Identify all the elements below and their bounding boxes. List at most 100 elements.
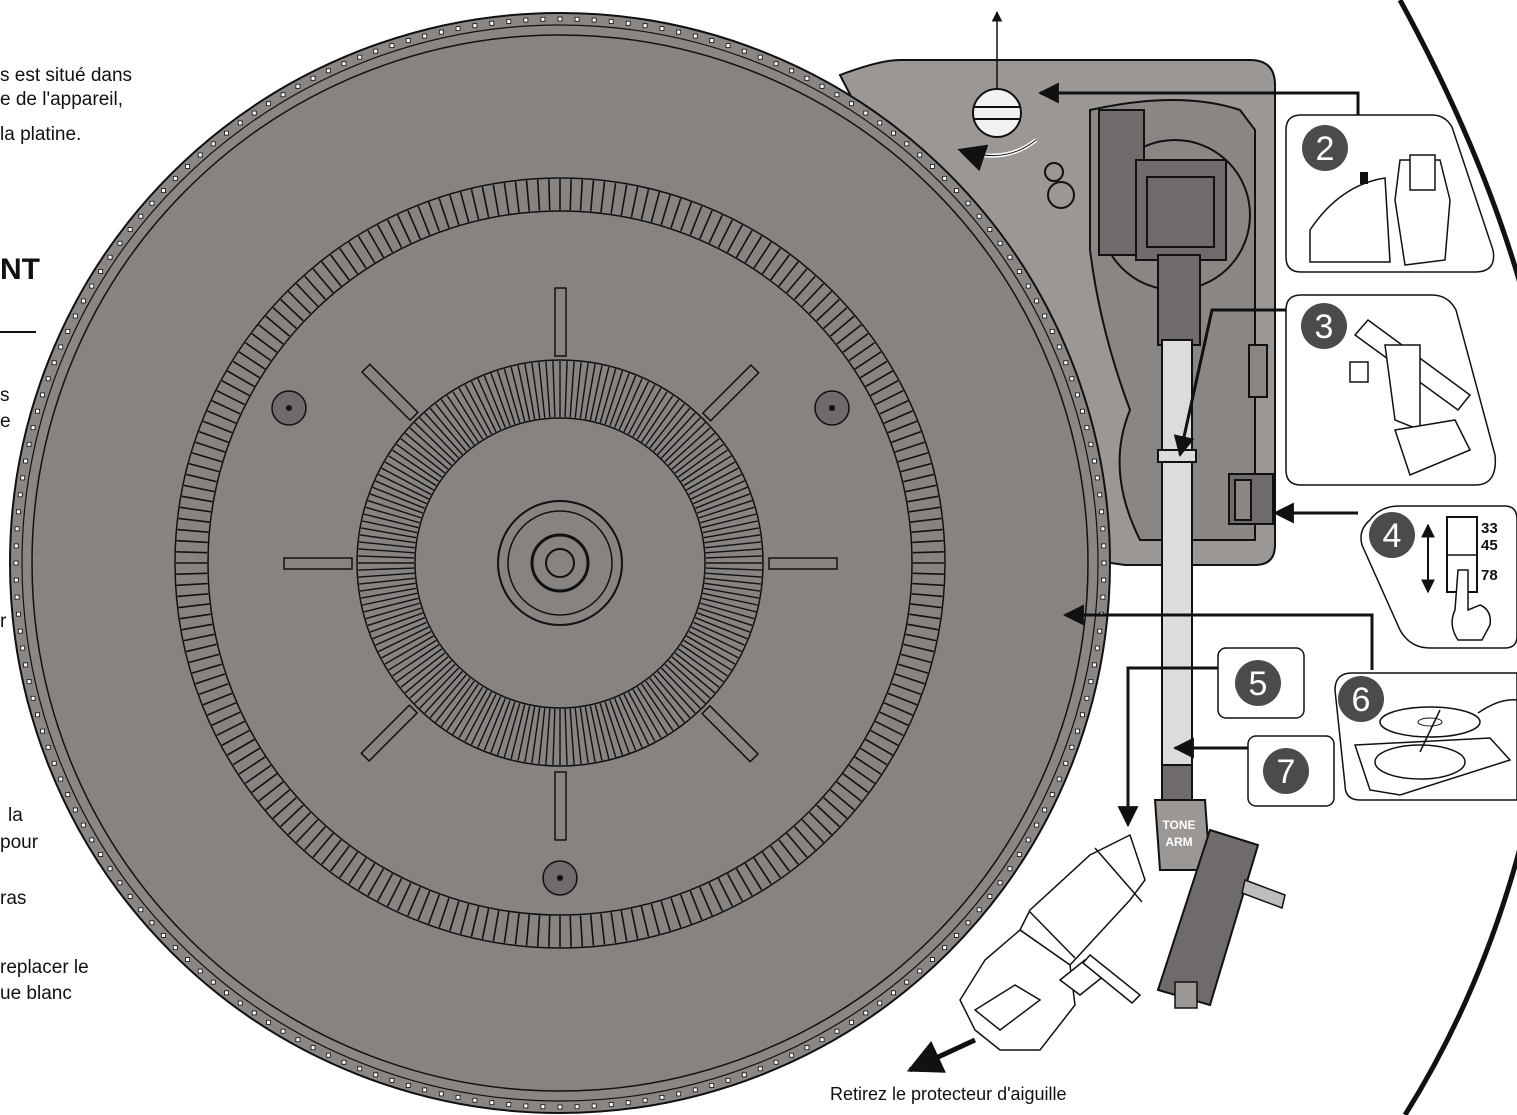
edge-dot (917, 152, 923, 158)
edge-dot (35, 712, 41, 718)
arm-rest-hole (1044, 162, 1075, 209)
strobe-mark (897, 663, 929, 674)
edge-dot (1094, 475, 1100, 481)
edge-dot (929, 957, 935, 962)
strobe-mark (244, 342, 272, 362)
edge-dot (954, 932, 959, 938)
strobe-mark (304, 826, 326, 851)
strobe-mark (178, 603, 210, 609)
strobe-mark (388, 455, 437, 487)
strobe-mark (258, 324, 284, 345)
strobe-mark (823, 307, 848, 329)
strobe-mark (207, 410, 237, 424)
strobe-mark (348, 857, 367, 885)
strobe-mark (735, 868, 753, 896)
strobe-mark (503, 182, 510, 214)
edge-dot (591, 1103, 597, 1109)
strobe-mark (429, 674, 467, 719)
edge-dot (725, 43, 731, 49)
edge-dot (987, 894, 993, 899)
strobe-mark (703, 527, 760, 539)
strobe-mark (912, 582, 944, 587)
body-fragment-pour: pour (0, 832, 39, 853)
edge-dot (1034, 298, 1040, 304)
strobe-mark (610, 182, 617, 214)
strobe-mark (660, 417, 701, 459)
strobe-mark (794, 826, 816, 851)
speed-switch[interactable] (1228, 473, 1274, 525)
tone-arm[interactable] (1153, 339, 1286, 1009)
edge-dot (863, 110, 869, 116)
strobe-mark (600, 913, 606, 945)
strobe-mark (321, 839, 342, 865)
strobe-mark (177, 528, 209, 534)
strobe-mark (367, 607, 422, 627)
strobe-mark (176, 572, 208, 575)
strobe-mark (404, 656, 449, 694)
edge-dot (357, 54, 363, 60)
rotation-knob[interactable] (972, 88, 1022, 138)
strobe-mark (726, 873, 743, 902)
strobe-mark (358, 548, 415, 554)
edge-dot (224, 130, 229, 136)
edge-dot (13, 543, 19, 549)
strobe-mark (801, 819, 825, 843)
edge-dot (237, 1000, 243, 1006)
strobe-mark (809, 812, 833, 836)
strobe-mark (429, 407, 467, 452)
edge-dot (1056, 344, 1062, 350)
strobe-mark (272, 797, 297, 819)
strobe-mark (372, 486, 425, 509)
strobe-mark (887, 420, 918, 434)
strobe-mark (636, 686, 668, 735)
strobe-mark (618, 378, 643, 430)
strobe-mark (392, 449, 440, 482)
strobe-mark (657, 671, 696, 714)
edge-dot (757, 1066, 763, 1072)
edge-dot (1034, 822, 1040, 828)
strobe-mark (396, 882, 412, 912)
strobe-mark (909, 506, 941, 513)
strobe-mark (510, 366, 526, 422)
strobe-mark (191, 663, 223, 674)
strobe-mark (717, 219, 734, 248)
edge-dot (725, 1077, 731, 1083)
strobe-mark (470, 381, 497, 433)
edge-dot (210, 979, 216, 985)
strobe-mark (496, 701, 516, 756)
strobe-mark (525, 180, 531, 212)
knob-rotate-arrow-outline (961, 139, 1037, 157)
edge-dot (51, 360, 57, 366)
strobe-mark (679, 894, 693, 925)
strobe-ring-outer-border (174, 177, 946, 949)
strobe-mark (574, 362, 582, 418)
edge-dot (976, 213, 982, 219)
strobe-mark (272, 307, 297, 329)
edge-dot (422, 1087, 428, 1093)
edge-dot (1069, 744, 1075, 750)
strobe-mark (579, 915, 584, 947)
strobe-mark (664, 422, 706, 463)
strobe-mark (492, 910, 500, 942)
edge-dot (1091, 662, 1097, 668)
strobe-mark (907, 495, 939, 503)
strobe-mark (594, 704, 610, 760)
edge-dot (80, 822, 86, 828)
strobe-mark (569, 179, 572, 211)
strobe-mark (653, 407, 691, 452)
strobe-mark (232, 360, 260, 379)
edge-dot (117, 240, 123, 246)
strobe-ring-inner-inner-border (414, 417, 706, 709)
edge-dot (161, 932, 166, 938)
edge-dot (891, 130, 896, 136)
strobe-mark (786, 832, 808, 858)
edge-dot (1063, 360, 1069, 366)
edge-dot (295, 83, 301, 89)
edge-dot (35, 408, 41, 414)
edge-dot (251, 110, 257, 116)
strobe-mark (359, 541, 415, 549)
edge-dot (197, 968, 203, 974)
strobe-mark (674, 438, 720, 474)
edge-dot (789, 1052, 795, 1058)
edge-dot (26, 441, 32, 447)
